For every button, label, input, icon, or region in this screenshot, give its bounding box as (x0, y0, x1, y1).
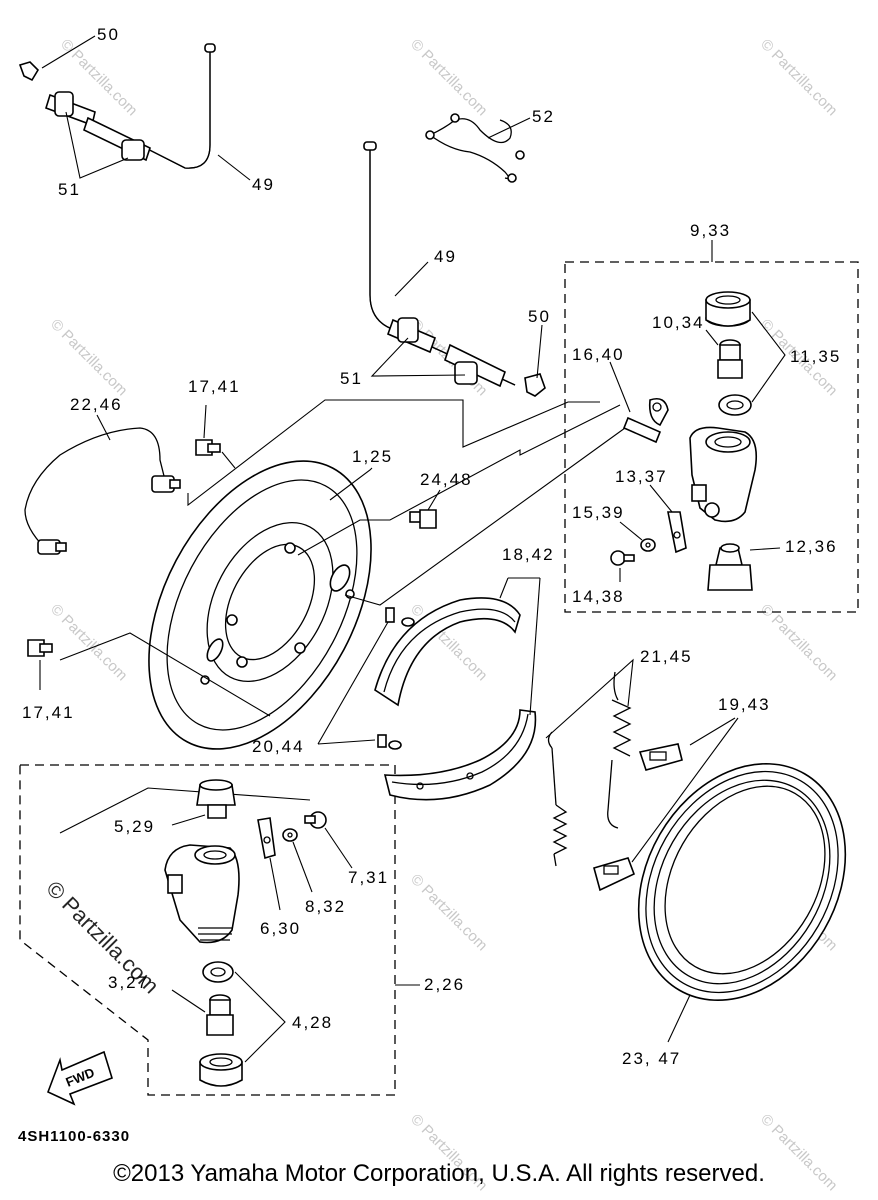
brake-drum (637, 762, 847, 1002)
callout-10-34: 10,34 (652, 313, 705, 332)
callout-9-33: 9,33 (690, 221, 731, 240)
screw-7-31 (304, 811, 327, 829)
adjuster-5-29 (196, 779, 236, 819)
brake-backing-plate (148, 460, 372, 750)
callout-23-47: 23, 47 (622, 1049, 681, 1068)
plate-6-30 (257, 817, 276, 860)
clip-19-43-upper (638, 743, 683, 771)
brake-hose (24, 427, 181, 555)
callout-8-32: 8,32 (305, 897, 346, 916)
callout-50: 50 (528, 307, 551, 326)
brake-pipe-middle (363, 141, 546, 397)
clip-19-43-lower (593, 857, 636, 892)
cup-4-28-upper (202, 961, 234, 983)
piston-3-27 (206, 994, 234, 1036)
callout-3-27: 3,27 (108, 973, 149, 992)
forward-arrow-icon: FWD (46, 1050, 113, 1106)
callout-51: 51 (340, 369, 363, 388)
drawing-code: 4SH1100-6330 (18, 1128, 131, 1145)
callout-17-41: 17,41 (188, 377, 241, 396)
callout-12-36: 12,36 (785, 537, 838, 556)
brake-shoe-upper (374, 597, 521, 707)
master-cylinder-kit-box (19, 764, 396, 1096)
callout-50: 50 (97, 25, 120, 44)
wheel-cylinder-body (689, 426, 758, 523)
cup-4-28-lower (199, 1053, 243, 1087)
callout-22-46: 22,46 (70, 395, 123, 414)
cup-11-35-lower (718, 394, 752, 416)
watermark: © Partzilla.com (407, 36, 490, 119)
callout-49: 49 (434, 247, 457, 266)
callout-13-37: 13,37 (615, 467, 668, 486)
callout-18-42: 18,42 (502, 545, 555, 564)
bleeder-16-40 (622, 397, 669, 444)
brake-pipe-left (18, 43, 216, 169)
bolt-17-41-upper (195, 439, 221, 456)
callout-6-30: 6,30 (260, 919, 301, 938)
callout-11-35: 11,35 (790, 347, 841, 366)
washer-8-32 (282, 828, 298, 842)
callout-7-31: 7,31 (348, 868, 389, 887)
callout-2-26: 2,26 (424, 975, 465, 994)
callout-4-28: 4,28 (292, 1013, 333, 1032)
callout-17-41: 17,41 (22, 703, 75, 722)
wheel-cylinder-kit-box (564, 261, 859, 613)
watermark: © Partzilla.com (407, 871, 490, 954)
watermark: © Partzilla.com (47, 316, 130, 399)
callout-14-38: 14,38 (572, 587, 625, 606)
bolt-17-41-lower (27, 639, 53, 657)
callout-21-45: 21,45 (640, 647, 693, 666)
bolt-24-48 (409, 509, 437, 529)
brake-shoe-lower (383, 709, 537, 801)
callout-51: 51 (58, 180, 81, 199)
pin-20-44 (377, 607, 415, 750)
watermark: © Partzilla.com (757, 36, 840, 119)
gasket-52 (425, 113, 525, 183)
callout-52: 52 (532, 107, 555, 126)
plate-13-37 (667, 511, 687, 554)
callout-19-43: 19,43 (718, 695, 771, 714)
piston-10-34 (717, 339, 743, 379)
callout-49: 49 (252, 175, 275, 194)
screw-14-38 (610, 550, 635, 566)
washer-15-39 (640, 538, 656, 552)
spring-21-45-right (607, 671, 632, 829)
callout-15-39: 15,39 (572, 503, 625, 522)
adjuster-12-36 (707, 543, 753, 591)
cup-11-35-upper (705, 291, 751, 327)
callout-1-25: 1,25 (352, 447, 393, 466)
watermark: © Partzilla.com (47, 601, 130, 684)
callout-16-40: 16,40 (572, 345, 625, 364)
master-cylinder-body (164, 844, 240, 944)
watermark: © Partzilla.com (757, 601, 840, 684)
callout-5-29: 5,29 (114, 817, 155, 836)
watermark-large: © Partzilla.com (41, 876, 164, 999)
callout-24-48: 24,48 (420, 470, 473, 489)
copyright-notice: ©2013 Yamaha Motor Corporation, U.S.A. A… (113, 1160, 765, 1187)
callout-20-44: 20,44 (252, 737, 305, 756)
spring-21-45-left (547, 731, 568, 867)
